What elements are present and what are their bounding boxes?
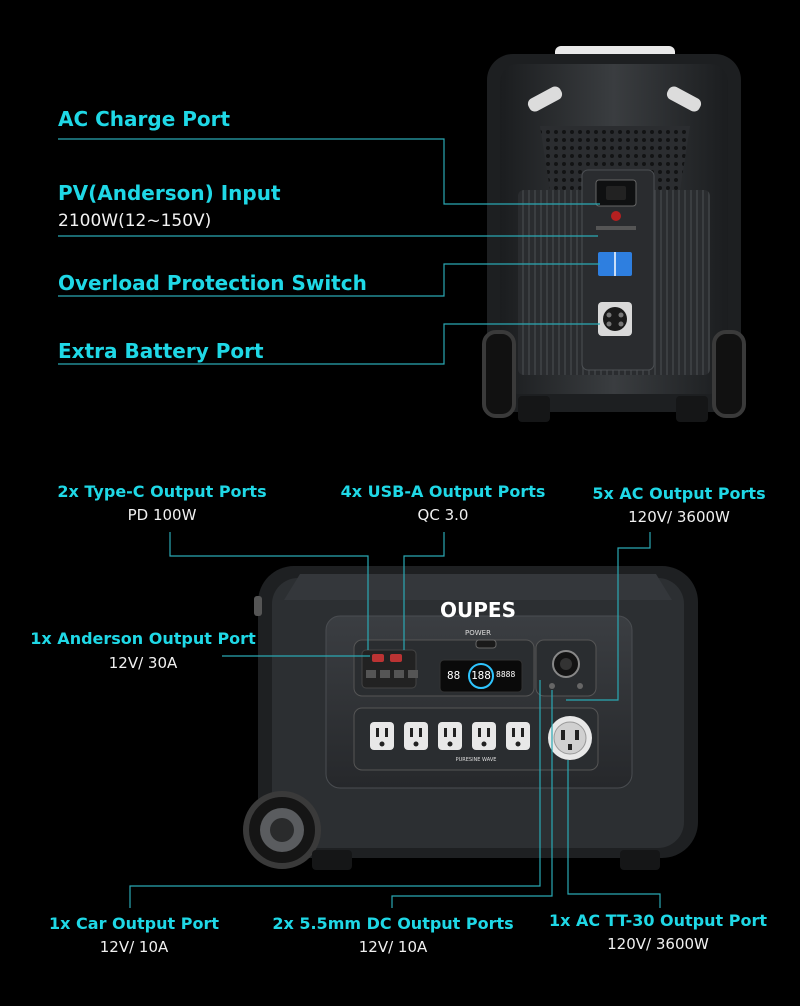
anderson-output-label: 1x Anderson Output Port (30, 629, 256, 648)
car-output-label: 1x Car Output Port (49, 914, 219, 933)
brand-logo: OUPES (440, 598, 516, 622)
anderson-output-spec: 12V/ 30A (108, 654, 178, 672)
wave-label: PURESINE WAVE (455, 757, 497, 763)
car-output-spec: 12V/ 10A (99, 938, 169, 956)
pv-input-label: PV(Anderson) Input (58, 181, 281, 205)
tt30-output-label: 1x AC TT-30 Output Port (549, 911, 767, 930)
bottom-leader-lines (129, 532, 661, 908)
overload-switch-label: Overload Protection Switch (58, 271, 367, 295)
rear-view-device (482, 46, 746, 422)
top-leader-lines (58, 138, 600, 365)
dc55-output-label: 2x 5.5mm DC Output Ports (272, 914, 514, 933)
power-label: POWER (465, 629, 491, 637)
tt30-output-spec: 120V/ 3600W (607, 935, 709, 953)
pv-input-spec: 2100W(12~150V) (58, 211, 212, 231)
display-center-readout: 188 (471, 669, 491, 682)
dc55-output-spec: 12V/ 10A (358, 938, 428, 956)
ac-output-ports-spec: 120V/ 3600W (628, 508, 730, 526)
typec-ports-spec: PD 100W (127, 506, 197, 524)
ac-charge-port-label: AC Charge Port (58, 107, 231, 131)
display-left-readout: 88 (447, 669, 461, 682)
usba-ports-spec: QC 3.0 (417, 506, 469, 524)
typec-ports-label: 2x Type-C Output Ports (57, 482, 267, 501)
extra-battery-port-label: Extra Battery Port (58, 339, 264, 363)
usba-ports-label: 4x USB-A Output Ports (340, 482, 546, 501)
ac-output-ports-label: 5x AC Output Ports (592, 484, 766, 503)
display-right-readout: 8888 (496, 670, 516, 679)
